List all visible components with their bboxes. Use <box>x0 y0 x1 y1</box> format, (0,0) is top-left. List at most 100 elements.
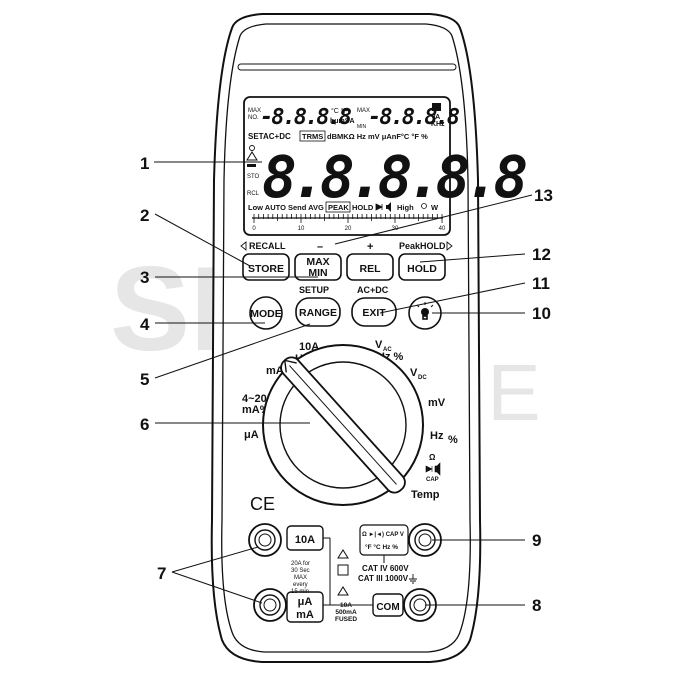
com-terminal-label: COM <box>376 602 399 613</box>
lcd-trms-box <box>299 130 326 142</box>
rotary-switch[interactable] <box>262 344 424 506</box>
recall-caption: RECALL <box>249 241 286 251</box>
warning-icon <box>337 549 349 559</box>
ground-icon <box>409 574 417 584</box>
maxmin-button-label-1: MAX <box>306 256 329 268</box>
lightbulb-base-icon <box>422 315 428 320</box>
callout-10: 10 <box>532 304 551 323</box>
note-line-3: MAX <box>294 575 307 581</box>
rotary-knob-pointer[interactable] <box>277 354 408 497</box>
buzzer-icon <box>386 202 391 212</box>
peakhold-caption: PeakHOLD <box>399 241 446 251</box>
ua-ma-input-jack[interactable] <box>253 588 287 622</box>
range-button[interactable]: RANGE <box>295 297 341 327</box>
store-button[interactable]: STORE <box>242 253 290 281</box>
lcd-units-left: °C °F <box>331 107 348 115</box>
lcd-units-right-2: KHz <box>431 121 445 128</box>
dial-label-ua: μA <box>244 429 259 441</box>
dial-label-cap: CAP <box>426 477 439 483</box>
lcd-main-digits: 8.8.8.8.8 <box>262 143 526 211</box>
lcd-peak: PEAK <box>328 203 349 212</box>
hold-button[interactable]: HOLD <box>398 253 446 281</box>
leader-2 <box>154 213 251 267</box>
maxmin-button-label-2: MIN <box>308 267 327 279</box>
note-line-1: 20A for <box>291 561 310 567</box>
lcd-row3-w: W <box>431 203 439 212</box>
callout-8: 8 <box>532 596 541 615</box>
callout-9: 9 <box>532 531 541 550</box>
dial-label-vdc: V <box>410 367 418 379</box>
mode-button[interactable]: MODE <box>249 296 283 330</box>
leader-5 <box>154 323 311 379</box>
lightbulb-icon <box>421 308 429 316</box>
scale-label-40: 40 <box>439 226 446 232</box>
v-ohm-input-jack[interactable] <box>408 523 442 557</box>
leader-7b <box>171 571 263 604</box>
leader-7a <box>171 546 259 573</box>
rel-button-label: REL <box>360 263 382 275</box>
dial-label-ohm: Ω <box>429 453 436 462</box>
ua-terminal-label-box <box>286 591 324 623</box>
v-terminal-label-2: °F °C Hz % <box>365 543 398 551</box>
lcd-secondary-right-digits: -8.8.8.8 <box>368 105 460 130</box>
scale-label-0: 0 <box>252 226 256 232</box>
note-line-4: every <box>293 582 308 588</box>
lcd-max-label: MAX <box>248 108 261 114</box>
10a-terminal-label: 10A <box>295 534 315 546</box>
lcd-trms: TRMS <box>302 132 323 141</box>
leader-12 <box>419 253 526 263</box>
bargraph-ticks <box>253 214 443 223</box>
lcd-row2-right: dBMKΩ Hz mV μAnF°C °F % <box>327 132 428 141</box>
callout-12: 12 <box>532 245 551 264</box>
note-line-5: 15 min <box>291 589 309 595</box>
dial-label-vdc-sub: DC <box>418 375 427 381</box>
dial-label-ma: mA <box>266 365 284 377</box>
dial-label-vac: V <box>375 339 383 351</box>
scale-label-20: 20 <box>345 226 352 232</box>
leader-13 <box>334 194 533 245</box>
callout-7: 7 <box>157 564 166 583</box>
range-button-label: RANGE <box>299 307 337 319</box>
lcd-sto: STO <box>247 174 260 180</box>
callout-2: 2 <box>140 206 149 225</box>
right-arrow-icon <box>446 241 453 251</box>
callout-6: 6 <box>140 415 149 434</box>
callout-4: 4 <box>140 315 150 334</box>
dial-label-hz-pct: % <box>448 434 458 446</box>
warning-icon <box>337 586 349 596</box>
fuse-label-1: 10A <box>340 602 352 609</box>
lcd-row3-hold: HOLD <box>352 203 374 212</box>
diode-icon <box>375 203 383 211</box>
dial-label-temp: Temp <box>411 489 440 501</box>
dial-label-4-20: 4~20 <box>242 393 267 405</box>
cat-rating-1: CAT IV 600V <box>362 564 409 573</box>
dial-label-4-20-ma: mA% <box>242 404 270 416</box>
callout-1: 1 <box>140 154 149 173</box>
left-arrow-icon <box>240 241 247 251</box>
store-button-label: STORE <box>248 263 284 275</box>
callout-3: 3 <box>140 268 149 287</box>
plus-caption: + <box>367 241 373 253</box>
scale-label-10: 10 <box>298 226 305 232</box>
note-line-2: 30 Sec <box>291 568 310 574</box>
10a-input-jack[interactable] <box>248 523 282 557</box>
dial-label-hz: Hz <box>430 430 444 442</box>
lcd-row3-left: Low AUTO Send AVG <box>248 203 324 212</box>
warning-icon <box>246 151 258 161</box>
ua-terminal-label-2: mA <box>296 609 314 621</box>
continuity-icon <box>425 462 441 476</box>
lcd-top-ridge <box>237 63 457 71</box>
exit-button[interactable]: EXIT <box>351 297 397 327</box>
double-insulation-icon <box>337 564 349 576</box>
hold-button-label: HOLD <box>407 263 437 275</box>
callout-5: 5 <box>140 370 149 389</box>
maxmin-button[interactable]: MAX MIN <box>294 253 342 281</box>
fuse-label-2: 500mA <box>335 609 357 616</box>
leader-11 <box>379 282 526 314</box>
lcd-frame <box>243 96 451 236</box>
lcd-no-label: NO. <box>248 115 259 121</box>
lcd-row3-high: High <box>397 203 414 212</box>
rel-button[interactable]: REL <box>346 253 394 281</box>
